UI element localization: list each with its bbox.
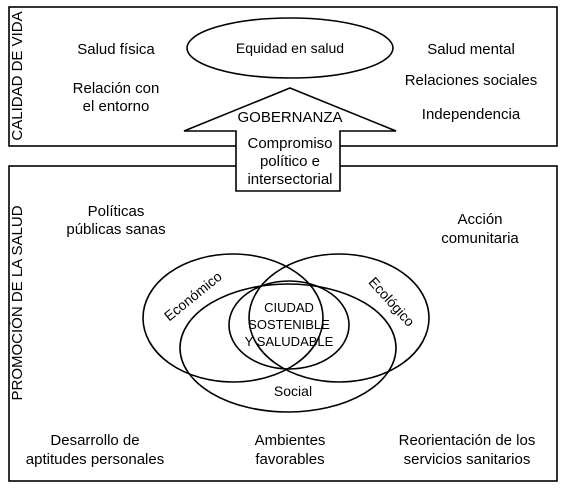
equity-ellipse — [186, 17, 394, 79]
mental-health-label: Salud mental — [427, 41, 515, 58]
environment-relation-label-line2: el entorno — [83, 98, 150, 115]
social-label: Social — [274, 383, 312, 399]
supportive-environments-line1: Ambientes — [255, 432, 326, 449]
economic-circle — [142, 253, 324, 383]
personal-skills-line2: aptitudes personales — [26, 451, 164, 468]
physical-health-label: Salud física — [77, 41, 155, 58]
city-label-line3: Y SALUDABLE — [245, 334, 334, 349]
personal-skills-line1: Desarrollo de — [50, 432, 139, 449]
governance-line1: Compromiso — [247, 135, 332, 152]
reorient-services-line2: servicios sanitarios — [404, 451, 531, 468]
quality-of-life-side-label: CALIDAD DE VIDA — [9, 11, 26, 140]
equity-label: Equidad en salud — [236, 40, 344, 56]
city-label-line1: CIUDAD — [264, 300, 314, 315]
environment-relation-label-line1: Relación con — [73, 80, 160, 97]
community-action-line1: Acción — [457, 211, 502, 228]
social-circle — [179, 283, 397, 413]
healthy-policies-line1: Políticas — [88, 203, 145, 220]
governance-line2: político e — [260, 153, 320, 170]
governance-title: GOBERNANZA — [237, 109, 342, 126]
independence-label: Independencia — [422, 106, 521, 123]
city-center-circle — [228, 280, 350, 370]
health-promotion-side-label: PROMOCIÓN DE LA SALUD — [9, 205, 26, 400]
venn-diagram — [142, 253, 430, 413]
social-relations-label: Relaciones sociales — [405, 72, 538, 89]
reorient-services-line1: Reorientación de los — [399, 432, 536, 449]
governance-arrow — [183, 87, 397, 192]
community-action-line2: comunitaria — [441, 230, 519, 247]
governance-line3: intersectorial — [247, 171, 332, 188]
healthy-policies-line2: públicas sanas — [66, 221, 165, 238]
city-label-line2: SOSTENIBLE — [248, 317, 330, 332]
ecological-circle — [248, 253, 430, 383]
supportive-environments-line2: favorables — [255, 451, 324, 468]
